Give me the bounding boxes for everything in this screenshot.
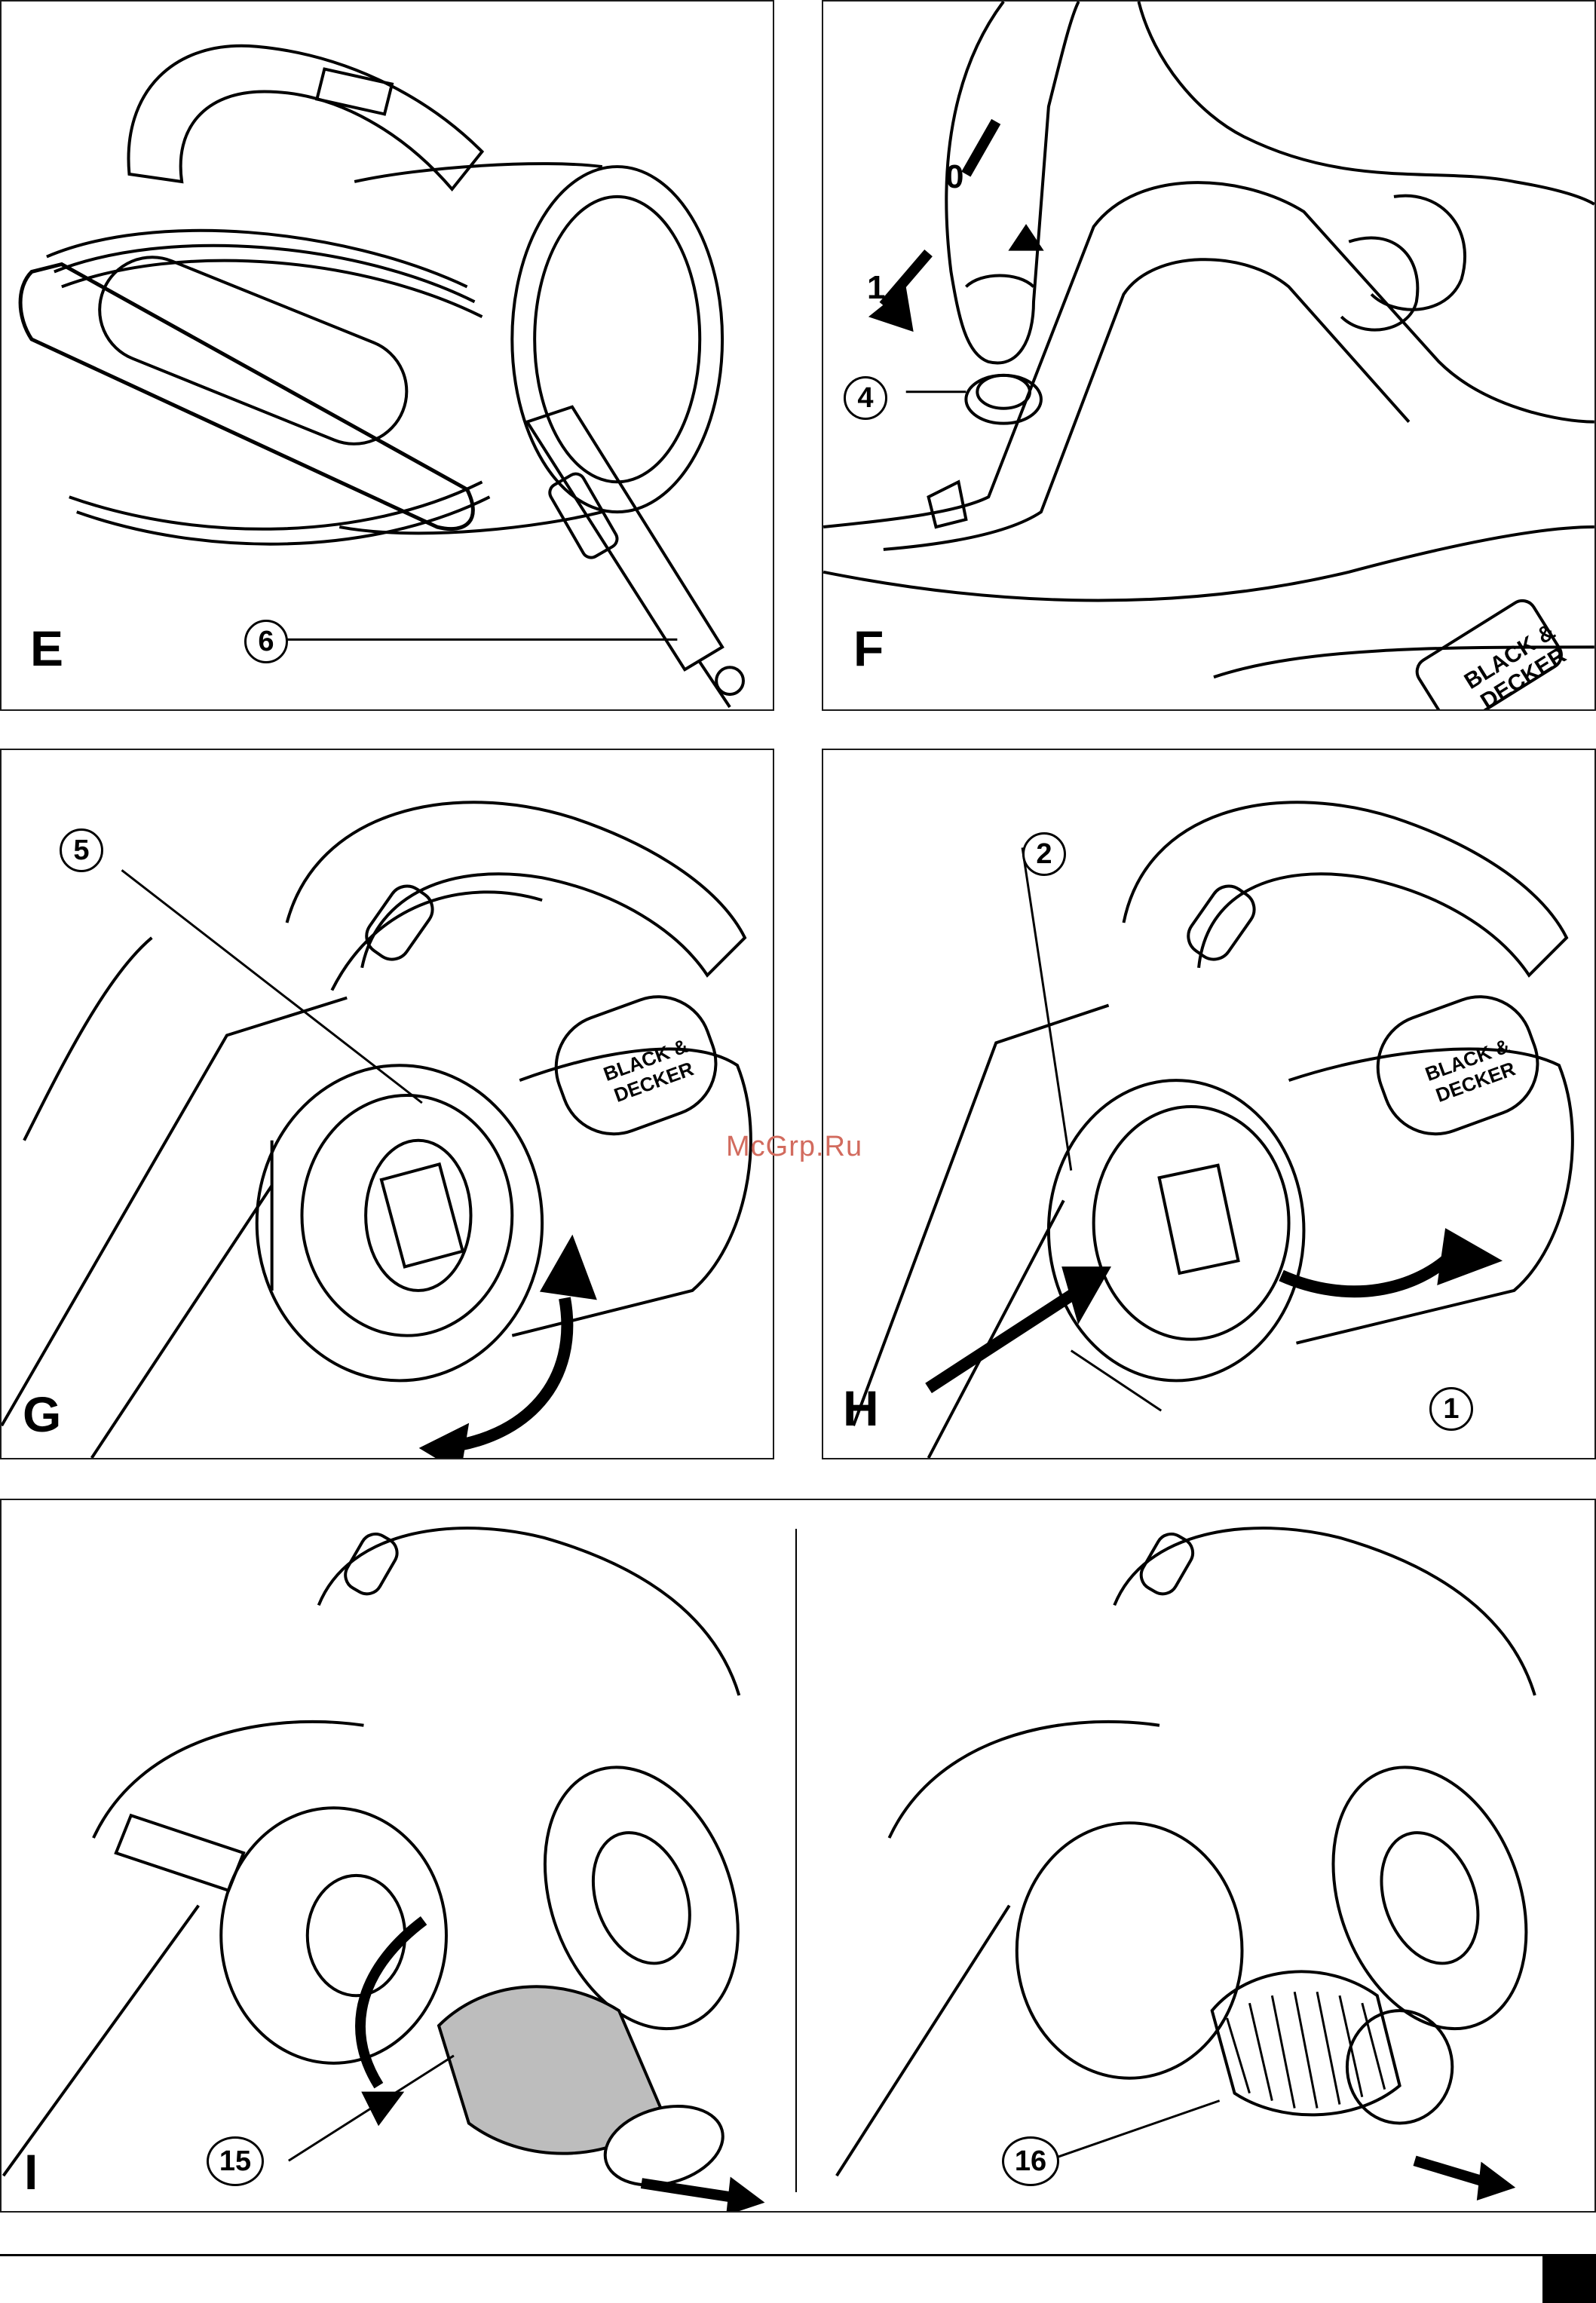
footer-rule bbox=[0, 2254, 1596, 2256]
callout-16: 16 bbox=[1002, 2136, 1059, 2186]
callout-15: 15 bbox=[207, 2136, 264, 2186]
panel-letter-i: I bbox=[24, 2147, 38, 2197]
watermark: McGrp.Ru bbox=[726, 1131, 862, 1163]
panel-i: 15 16 I bbox=[0, 1499, 1596, 2213]
callout-4: 4 bbox=[844, 376, 887, 420]
vacuum-cord-wrap-illustration bbox=[2, 2, 773, 709]
nozzle-attach-illustration bbox=[823, 750, 1594, 1458]
panel-f: 0 1 4 BLACK & DECKER F bbox=[822, 0, 1596, 711]
panel-letter-g: G bbox=[23, 1389, 61, 1439]
callout-1: 1 bbox=[1429, 1387, 1473, 1431]
panel-letter-h: H bbox=[843, 1383, 879, 1433]
panel-letter-f: F bbox=[853, 623, 884, 673]
panel-letter-e: E bbox=[30, 623, 63, 673]
nozzle-release-illustration bbox=[2, 750, 773, 1458]
panel-i-divider bbox=[795, 1529, 797, 2192]
callout-6: 6 bbox=[244, 620, 288, 663]
panel-e: 6 E bbox=[0, 0, 774, 711]
filter-removal-illustration bbox=[2, 1500, 1594, 2211]
switch-off-label: 0 bbox=[945, 158, 963, 196]
callout-5: 5 bbox=[60, 828, 103, 872]
footer-block bbox=[1542, 2256, 1596, 2303]
panel-h: 2 1 BLACK & DECKER H bbox=[822, 749, 1596, 1459]
switch-on-label: 1 bbox=[867, 269, 885, 307]
panel-g: 5 BLACK & DECKER G bbox=[0, 749, 774, 1459]
power-switch-illustration bbox=[823, 2, 1594, 709]
callout-2: 2 bbox=[1022, 832, 1066, 876]
